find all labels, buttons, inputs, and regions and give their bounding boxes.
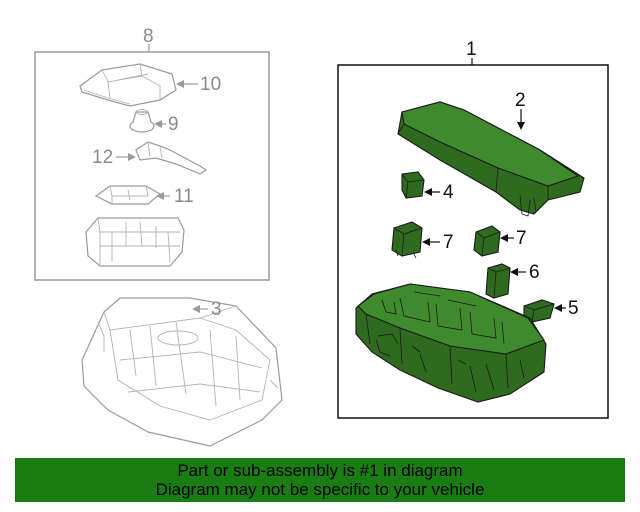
callout-7-right: 7 xyxy=(516,228,527,249)
parts-diagram: 8 10 9 12 xyxy=(34,26,609,447)
callout-10: 10 xyxy=(200,74,221,95)
callout-5-arrow xyxy=(554,304,562,312)
fuse-block-body xyxy=(355,283,547,403)
upper-cover-part xyxy=(79,63,177,107)
cable-part xyxy=(135,141,208,175)
callout-9: 9 xyxy=(168,114,179,135)
lower-bracket-part xyxy=(81,297,283,447)
callout-4-arrow xyxy=(424,188,432,196)
callout-7-left: 7 xyxy=(443,232,454,253)
lower-block-part xyxy=(85,217,185,267)
callout-2: 2 xyxy=(515,90,526,111)
relay-left-part xyxy=(391,221,423,259)
callout-3-arrow xyxy=(192,305,200,313)
vehicle-fit-banner: Part or sub-assembly is #1 in diagram Di… xyxy=(15,458,625,502)
callout-11: 11 xyxy=(174,186,194,207)
callout-4: 4 xyxy=(443,182,454,203)
callout-6-arrow xyxy=(510,268,518,276)
callout-12-arrow xyxy=(128,153,136,161)
relay-tall-part xyxy=(485,263,511,299)
retainer-part xyxy=(94,185,162,205)
banner-line-1: Part or sub-assembly is #1 in diagram xyxy=(177,461,463,480)
relay-right-part xyxy=(473,225,501,257)
cover-part xyxy=(397,101,585,217)
banner-line-2: Diagram may not be specific to your vehi… xyxy=(155,480,485,499)
main-assembly-group-1: 1 2 4 7 xyxy=(337,39,609,419)
callout-8: 8 xyxy=(143,26,154,47)
callout-10-arrow xyxy=(176,80,184,88)
subassembly-frame xyxy=(34,51,270,281)
callout-9-arrow xyxy=(154,120,162,128)
callout-2-arrow xyxy=(517,122,525,130)
assembly-frame xyxy=(337,64,609,419)
callout-6: 6 xyxy=(529,262,540,283)
callout-3: 3 xyxy=(211,299,222,320)
callout-11-arrow xyxy=(156,192,164,200)
callout-7-right-arrow xyxy=(500,234,508,242)
subassembly-group-8: 8 10 9 12 xyxy=(34,26,270,281)
callout-7-left-arrow xyxy=(422,238,430,246)
callout-5: 5 xyxy=(568,298,579,319)
callout-12: 12 xyxy=(92,147,113,168)
nut-part xyxy=(129,109,155,133)
callout-1: 1 xyxy=(466,39,477,60)
relay-small-top-part xyxy=(401,171,425,199)
